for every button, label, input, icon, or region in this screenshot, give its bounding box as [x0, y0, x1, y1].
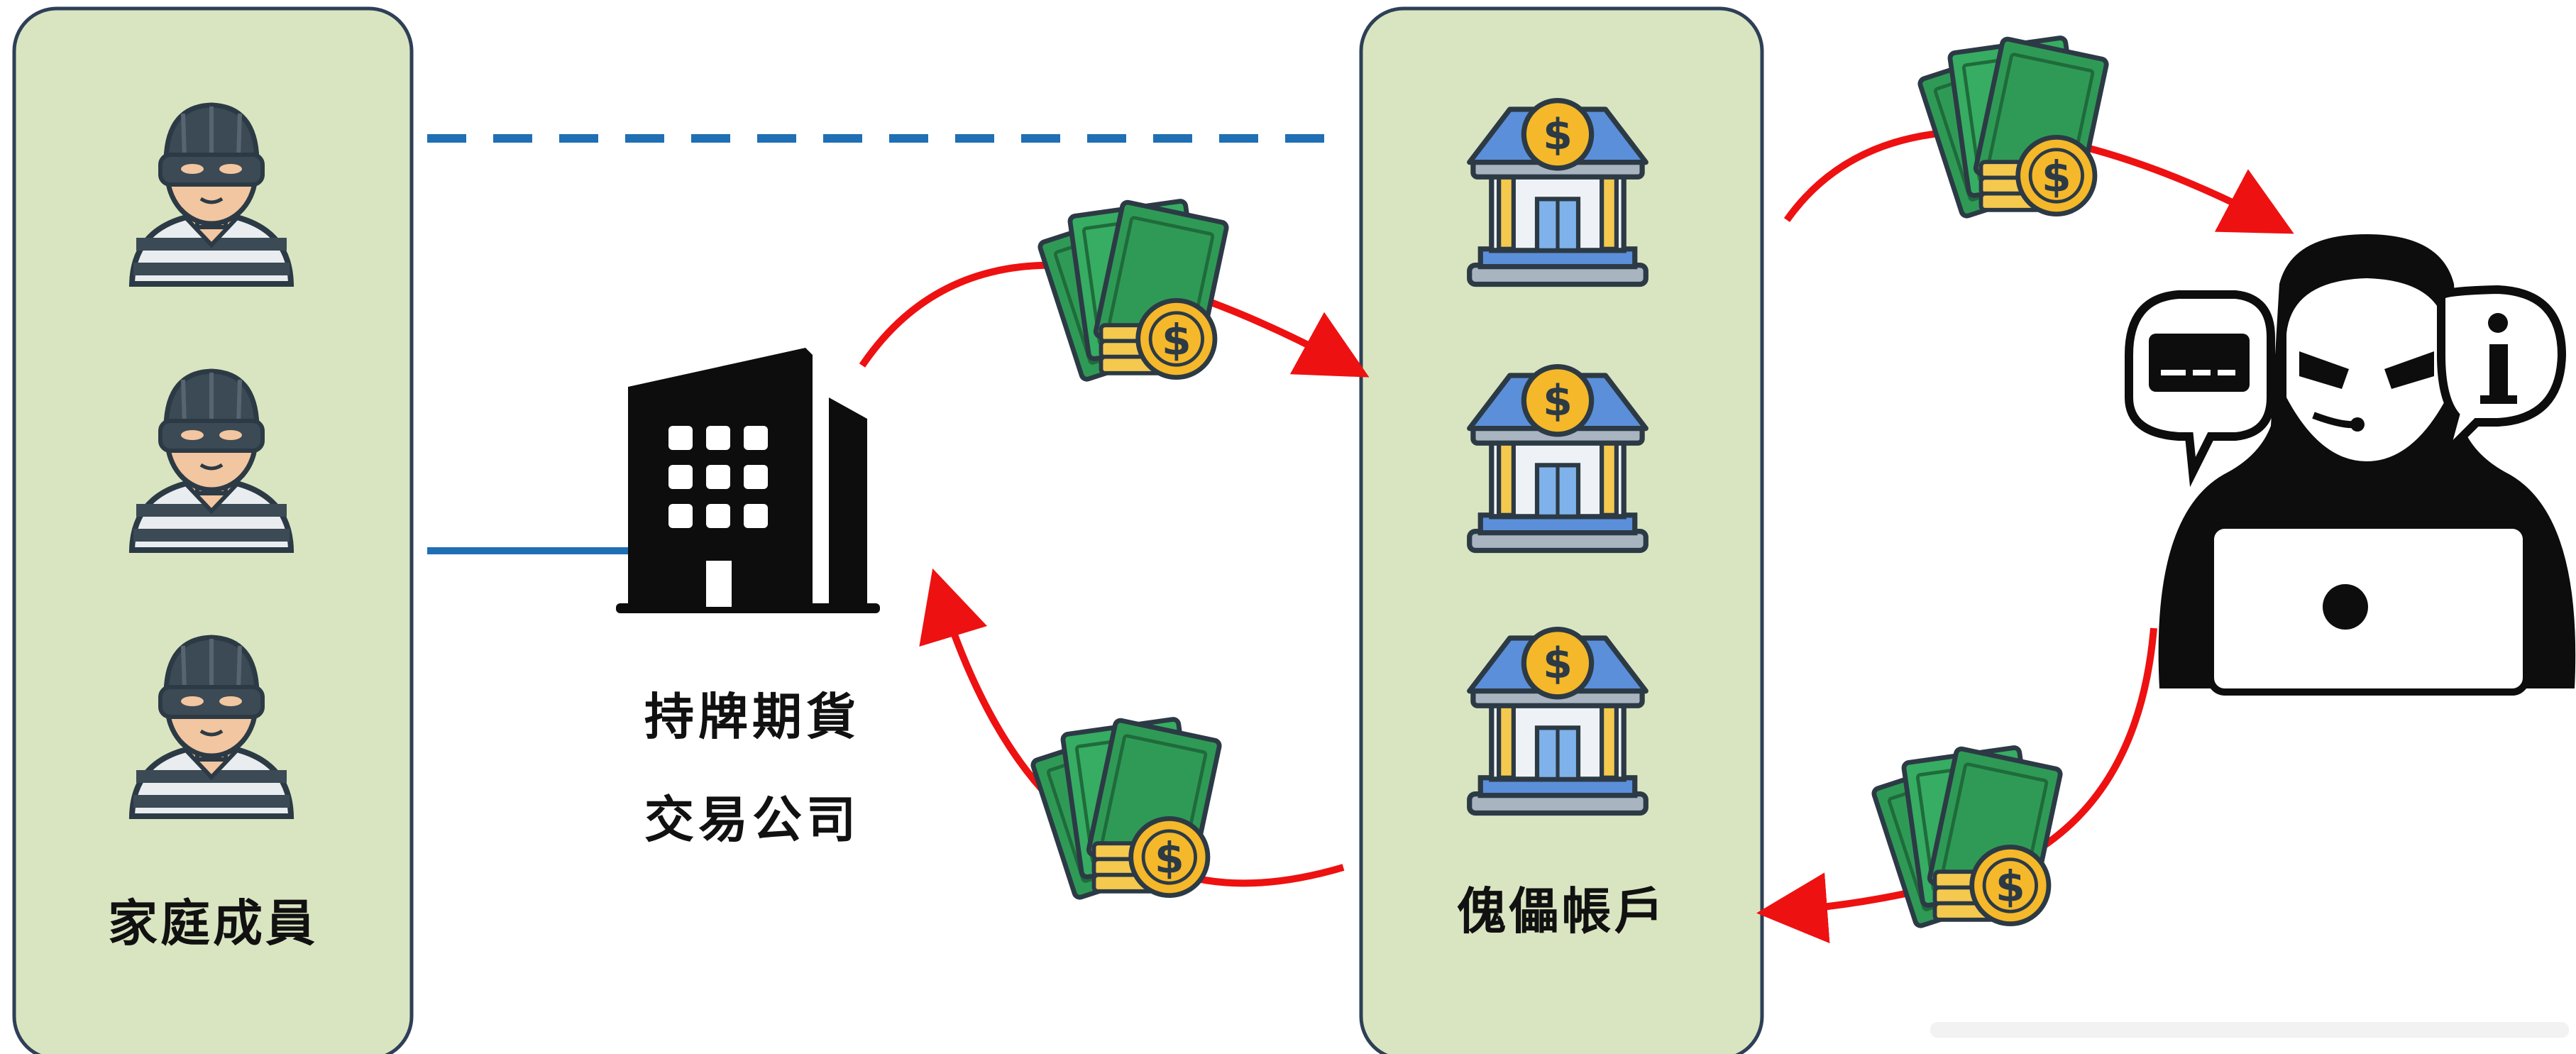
- cash-and-coins-icon: [1032, 719, 1221, 899]
- hooded-hacker-laptop-icon: [2125, 234, 2576, 696]
- bank-dollar-icon: [1470, 630, 1646, 813]
- dummy-accounts-label: 傀儡帳戶: [1456, 882, 1667, 940]
- family-members-label: 家庭成員: [108, 894, 318, 953]
- company-label-line2: 交易公司: [644, 791, 860, 849]
- cash-and-coins-icon: [1039, 201, 1228, 381]
- decorative-bar: [1930, 1022, 2569, 1038]
- office-building-icon: [616, 348, 880, 613]
- bank-dollar-icon: [1470, 367, 1646, 551]
- bank-dollar-icon: [1470, 101, 1646, 285]
- cash-and-coins-icon: [1919, 38, 2108, 218]
- company-label-line1: 持牌期貨: [644, 688, 860, 746]
- cash-and-coins-icon: [1873, 747, 2062, 928]
- company-label: 持牌期貨 交易公司: [582, 666, 923, 872]
